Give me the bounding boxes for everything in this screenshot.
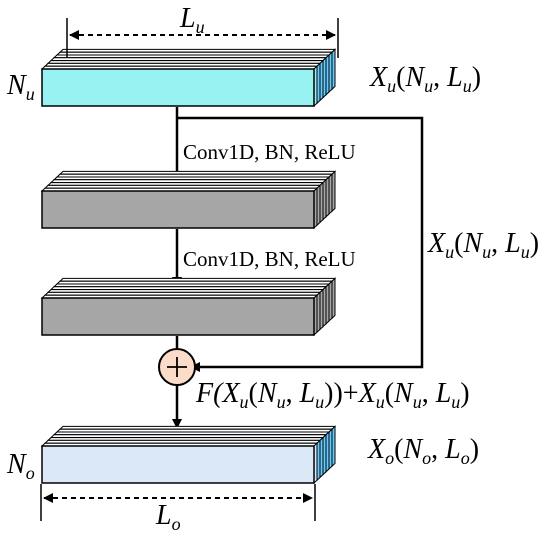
input-length-label: Lu bbox=[179, 3, 205, 37]
output-channels-label: No bbox=[6, 449, 35, 483]
skip-connection bbox=[177, 116, 424, 372]
input-tensor-block bbox=[40, 48, 337, 108]
output-length-label: Lo bbox=[155, 500, 181, 534]
conv-block-2-front-face bbox=[41, 297, 315, 336]
input-length-dimension bbox=[66, 18, 339, 58]
output-tensor-front-face bbox=[41, 445, 315, 484]
conv-block-2 bbox=[40, 277, 337, 337]
output-tensor-block bbox=[40, 425, 337, 485]
input-tensor-label: Xu(Nu, Lu) bbox=[369, 62, 481, 96]
skip-connection-label: Xu(Nu, Lu) bbox=[427, 228, 539, 262]
input-tensor-front-face bbox=[41, 68, 315, 107]
conv-block-1-front-face bbox=[41, 190, 315, 229]
conv1-op-label: Conv1D, BN, ReLU bbox=[183, 140, 356, 164]
output-tensor-label: Xo(No, Lo) bbox=[367, 434, 479, 468]
plus-circle-icon bbox=[158, 348, 196, 386]
output-length-dimension bbox=[40, 484, 316, 521]
conv-block-1 bbox=[40, 170, 337, 230]
sum-expression-label: F(Xu(Nu, Lu))+Xu(Nu, Lu) bbox=[195, 378, 470, 412]
input-channels-label: Nu bbox=[6, 70, 35, 104]
conv2-op-label: Conv1D, BN, ReLU bbox=[183, 247, 356, 271]
